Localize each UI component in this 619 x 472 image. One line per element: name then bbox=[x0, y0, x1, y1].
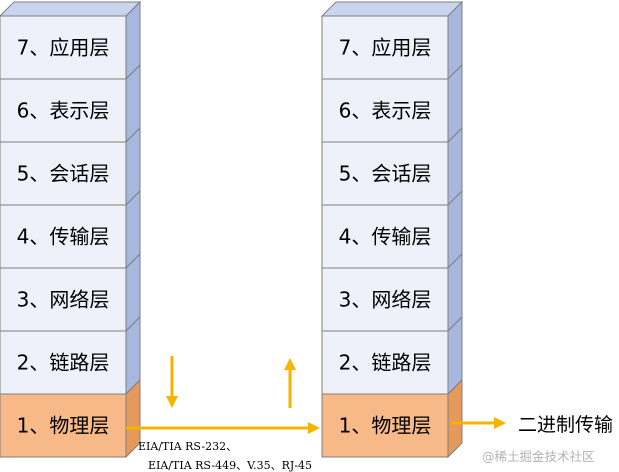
layer-block: 6、表示层 bbox=[321, 63, 463, 144]
layer-front-face bbox=[0, 393, 127, 458]
stack-top-face bbox=[320, 1, 464, 17]
layer-label: 3、网络层 bbox=[339, 288, 432, 312]
osi-stack-right: 7、应用层 6、表示层 5、会话层 4、传输层 3、网络层 2、链路层 1、物理层 bbox=[320, 0, 464, 459]
layer-block: 7、应用层 bbox=[0, 0, 141, 81]
layer-label: 3、网络层 bbox=[17, 288, 110, 312]
data-flow-arrows bbox=[126, 356, 506, 434]
output-arrow bbox=[452, 417, 506, 429]
layer-front-face bbox=[0, 141, 127, 206]
protocol-list-line-2: EIA/TIA RS-449、V.35、RJ-45 bbox=[148, 459, 312, 472]
layer-block: 3、网络层 bbox=[0, 252, 141, 333]
binary-transmission-label: 二进制传输 bbox=[518, 414, 613, 436]
layer-front-face bbox=[0, 330, 127, 395]
layer-front-face bbox=[321, 141, 449, 206]
protocol-list-line-1: EIA/TIA RS-232、 bbox=[138, 440, 237, 453]
layer-block: 4、传输层 bbox=[0, 189, 141, 270]
layer-label: 7、应用层 bbox=[17, 36, 110, 60]
layer-label: 1、物理层 bbox=[339, 414, 432, 438]
layer-block: 5、会话层 bbox=[321, 126, 463, 207]
layer-front-face bbox=[321, 267, 449, 332]
layer-front-face bbox=[0, 204, 127, 269]
layer-label: 5、会话层 bbox=[17, 162, 110, 186]
osi-stack-left: 7、应用层 6、表示层 5、会话层 4、传输层 3、网络层 2、链路层 1、物理层 bbox=[0, 0, 142, 459]
down-arrow bbox=[166, 356, 178, 408]
transmission-arrow bbox=[126, 422, 320, 434]
layer-label: 6、表示层 bbox=[17, 99, 110, 123]
layer-label: 6、表示层 bbox=[339, 99, 432, 123]
layer-front-face bbox=[321, 330, 449, 395]
layer-block: 2、链路层 bbox=[321, 315, 463, 396]
layer-block: 1、物理层 bbox=[321, 378, 463, 459]
layer-front-face bbox=[0, 78, 127, 143]
layer-block: 1、物理层 bbox=[0, 378, 141, 459]
layer-stacks: 7、应用层6、表示层5、会话层4、传输层3、网络层2、链路层1、物理层7、应用层… bbox=[0, 0, 464, 459]
layer-block: 3、网络层 bbox=[321, 252, 463, 333]
layer-label: 2、链路层 bbox=[17, 351, 110, 375]
layer-front-face bbox=[321, 393, 449, 458]
watermark-text: @稀土掘金技术社区 bbox=[482, 449, 595, 464]
layer-label: 5、会话层 bbox=[339, 162, 432, 186]
up-arrow bbox=[284, 358, 296, 408]
stack-top-face bbox=[0, 1, 142, 17]
layer-label: 2、链路层 bbox=[339, 351, 432, 375]
layer-label: 4、传输层 bbox=[339, 225, 432, 249]
layer-label: 7、应用层 bbox=[339, 36, 432, 60]
layer-label: 4、传输层 bbox=[17, 225, 110, 249]
layer-block: 6、表示层 bbox=[0, 63, 141, 144]
layer-block: 5、会话层 bbox=[0, 126, 141, 207]
layer-block: 4、传输层 bbox=[321, 189, 463, 270]
layer-side-face bbox=[447, 378, 463, 459]
layer-front-face bbox=[321, 78, 449, 143]
layer-label: 1、物理层 bbox=[17, 414, 110, 438]
layer-front-face bbox=[0, 15, 127, 80]
layer-front-face bbox=[0, 267, 127, 332]
